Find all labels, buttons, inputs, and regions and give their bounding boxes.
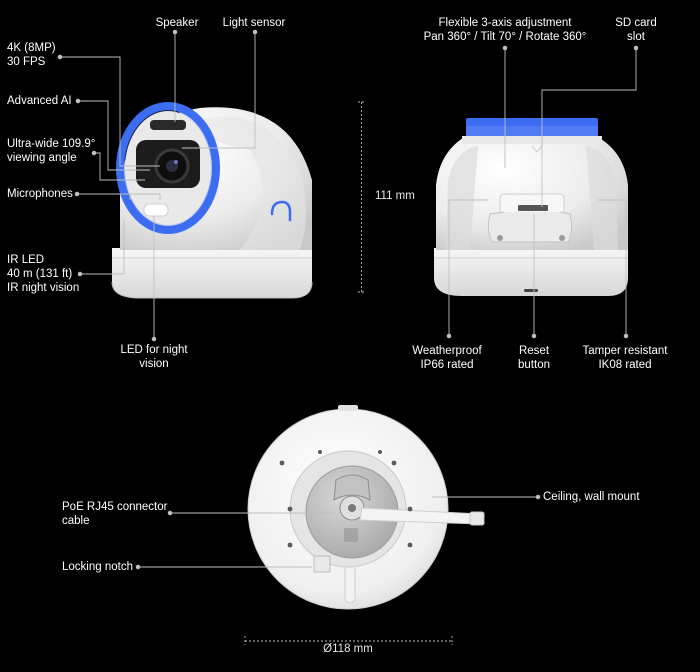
- front-callout-lines: [57, 29, 365, 342]
- back-camera-illustration: [434, 118, 628, 296]
- back-callout-lines: [446, 45, 639, 339]
- microphones-label: Microphones: [7, 188, 73, 200]
- weatherproof-label: Weatherproof IP66 rated: [412, 345, 482, 371]
- sd-card-slot-label: SD card slot: [615, 17, 657, 43]
- night-led-label: LED for night vision: [120, 344, 188, 370]
- viewing-angle-label: Ultra-wide 109.9° viewing angle: [7, 138, 96, 164]
- tamper-resistant-label: Tamper resistant IK08 rated: [582, 345, 668, 371]
- light-sensor-label: Light sensor: [222, 17, 286, 29]
- resolution-label: 4K (8MP) 30 FPS: [7, 42, 56, 68]
- bottom-view-illustration: [247, 405, 485, 610]
- poe-connector-label: PoE RJ45 connector cable: [62, 501, 168, 527]
- adjustment-label: Flexible 3-axis adjustment Pan 360° / Ti…: [423, 17, 587, 43]
- front-camera-illustration: [111, 102, 313, 299]
- height-dimension: 111 mm: [375, 190, 415, 202]
- diameter-dimension: Ø118 mm: [323, 643, 373, 655]
- mount-label: Ceiling, wall mount: [543, 491, 640, 503]
- speaker-label: Speaker: [155, 17, 199, 29]
- locking-notch-label: Locking notch: [62, 561, 133, 573]
- bottom-callout-lines: [135, 494, 541, 645]
- advanced-ai-label: Advanced AI: [7, 95, 72, 107]
- reset-button-label: Reset button: [518, 345, 550, 371]
- ir-led-label: IR LED 40 m (131 ft) IR night vision: [7, 254, 80, 294]
